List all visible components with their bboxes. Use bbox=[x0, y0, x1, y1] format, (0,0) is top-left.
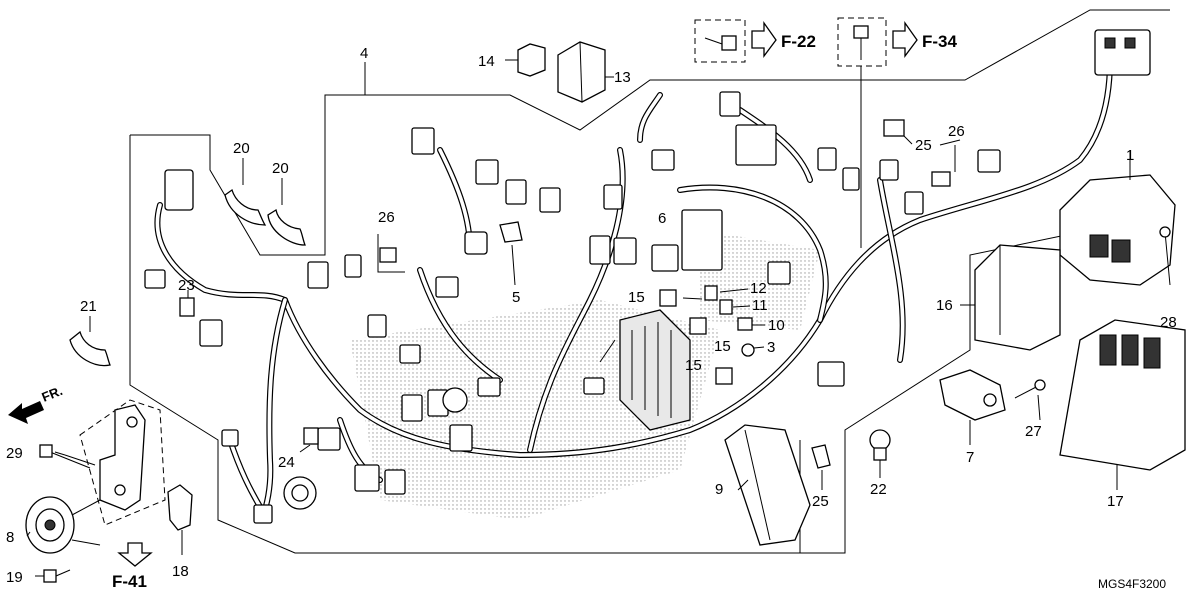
callout-21: 21 bbox=[80, 298, 97, 315]
callout-22: 22 bbox=[870, 481, 887, 498]
figure-references: F-22 F-34 F-41 bbox=[112, 32, 958, 591]
part-14-relay bbox=[505, 43, 546, 77]
part-21-band bbox=[69, 316, 111, 367]
callout-4: 4 bbox=[360, 45, 368, 62]
callout-3: 3 bbox=[767, 339, 775, 356]
part-24-clip bbox=[299, 427, 319, 453]
callout-12: 12 bbox=[750, 280, 767, 297]
callout-10: 10 bbox=[768, 317, 785, 334]
callout-13: 13 bbox=[614, 69, 631, 86]
part-8-horn bbox=[25, 496, 101, 554]
callout-14: 14 bbox=[478, 53, 495, 70]
ref-box-f22 bbox=[694, 19, 777, 63]
ref-label-f41: F-41 bbox=[112, 572, 147, 591]
callout-9: 9 bbox=[715, 481, 723, 498]
callout-6: 6 bbox=[658, 210, 666, 227]
part-6-connector bbox=[651, 244, 679, 272]
part-26-clip-a bbox=[377, 234, 405, 273]
drawing-code: MGS4F3200 bbox=[1098, 577, 1166, 591]
main-harness-end-connector bbox=[1094, 29, 1151, 76]
callout-11: 11 bbox=[752, 297, 768, 314]
harness-connectors bbox=[144, 91, 1001, 524]
part-13-relay bbox=[557, 41, 614, 103]
callout-25a: 25 bbox=[915, 137, 932, 154]
part-26-clip-b bbox=[931, 145, 956, 187]
part-5-cap bbox=[499, 221, 523, 286]
part-1-regulator bbox=[1059, 150, 1176, 286]
callout-26a: 26 bbox=[378, 209, 395, 226]
part-25-clip bbox=[811, 444, 831, 490]
callout-5: 5 bbox=[512, 289, 520, 306]
fuse-box bbox=[619, 309, 691, 431]
ref-arrow-f41 bbox=[117, 542, 153, 567]
callout-24: 24 bbox=[278, 454, 295, 471]
callout-1: 1 bbox=[1126, 147, 1134, 164]
direction-label: FR. bbox=[40, 383, 65, 405]
part-7-sensor bbox=[939, 369, 1006, 445]
callout-23: 23 bbox=[178, 277, 195, 294]
callout-labels: 1 3 4 5 6 7 8 9 10 11 12 13 14 15 15 15 … bbox=[6, 45, 1177, 586]
callout-16: 16 bbox=[936, 297, 953, 314]
callout-17: 17 bbox=[1107, 493, 1124, 510]
part-25-top bbox=[883, 119, 913, 145]
part-28-bolt bbox=[1159, 226, 1171, 286]
part-16-module bbox=[960, 244, 1061, 351]
part-27-bolt bbox=[1014, 379, 1046, 421]
callout-28: 28 bbox=[1160, 314, 1177, 331]
part-22-grommet bbox=[869, 429, 891, 478]
callout-15a: 15 bbox=[628, 289, 645, 306]
callout-15c: 15 bbox=[714, 338, 731, 355]
horn-bracket-group bbox=[39, 399, 166, 526]
small-clips bbox=[659, 285, 765, 385]
front-arrow-icon bbox=[8, 401, 44, 424]
callout-25b: 25 bbox=[812, 493, 829, 510]
ref-label-f34: F-34 bbox=[922, 32, 958, 51]
callout-20b: 20 bbox=[272, 160, 289, 177]
part-18-sensor bbox=[167, 484, 193, 555]
part-17-ecm bbox=[1059, 319, 1186, 490]
part-23-clip bbox=[179, 290, 195, 317]
callout-leaders bbox=[26, 139, 961, 577]
ref-box-f34 bbox=[837, 17, 918, 248]
part-9-box bbox=[724, 424, 811, 546]
callout-8: 8 bbox=[6, 529, 14, 546]
callout-7: 7 bbox=[966, 449, 974, 466]
callout-18: 18 bbox=[172, 563, 189, 580]
part-20-bands bbox=[224, 158, 306, 246]
callout-27: 27 bbox=[1025, 423, 1042, 440]
callout-20a: 20 bbox=[233, 140, 250, 157]
ref-label-f22: F-22 bbox=[781, 32, 816, 51]
callout-15b: 15 bbox=[685, 357, 702, 374]
part-19-bolt bbox=[43, 569, 71, 583]
callout-19: 19 bbox=[6, 569, 23, 586]
callout-26b: 26 bbox=[948, 123, 965, 140]
callout-29: 29 bbox=[6, 445, 23, 462]
